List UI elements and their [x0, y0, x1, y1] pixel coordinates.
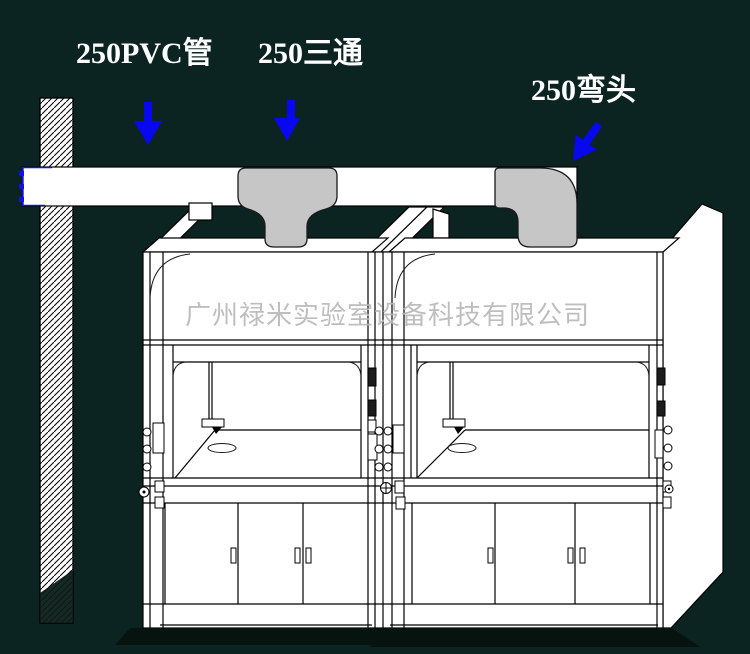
door-handle	[487, 547, 494, 564]
right-side-panel	[662, 203, 724, 629]
right-hood-chamber	[416, 362, 649, 479]
door-handle	[305, 547, 312, 564]
sink	[447, 443, 477, 453]
door-handle	[579, 547, 586, 564]
left-hood-chamber	[174, 362, 361, 479]
wall-shadow	[40, 570, 73, 623]
corner-arcs	[149, 253, 650, 377]
door-handle	[294, 547, 301, 564]
tee-fitting	[237, 167, 338, 248]
down-arrow-icon	[134, 102, 162, 145]
label-tee: 250三通	[258, 37, 363, 70]
pipe-end-handle	[19, 184, 24, 189]
left-hood-controls	[138, 422, 165, 509]
sink	[207, 443, 237, 453]
elbow-fitting	[494, 167, 578, 248]
pipe-end-handle	[19, 197, 24, 202]
faucet-spout	[454, 427, 464, 434]
left-base-cabinet	[164, 503, 312, 604]
door-handle	[230, 547, 237, 564]
middle-posts-controls	[367, 367, 406, 510]
faucet	[201, 418, 225, 428]
down-arrow-icon	[274, 100, 300, 141]
floor-shadow-left	[115, 628, 403, 645]
pipe-end-handle	[19, 171, 24, 176]
label-pvc-pipe: 250PVC管	[76, 37, 213, 70]
watermark: 广州禄米实验室设备科技有限公司	[185, 300, 590, 330]
diagonal-arrow-icon	[573, 121, 603, 161]
right-base-cabinet	[411, 503, 651, 604]
door-handle	[567, 547, 574, 564]
fume-hoods	[138, 202, 724, 629]
floor-shadow-right	[370, 628, 700, 647]
faucet	[442, 418, 466, 428]
right-hood-controls	[654, 367, 674, 509]
label-elbow: 250弯头	[531, 73, 636, 107]
frame-lines	[149, 252, 658, 628]
